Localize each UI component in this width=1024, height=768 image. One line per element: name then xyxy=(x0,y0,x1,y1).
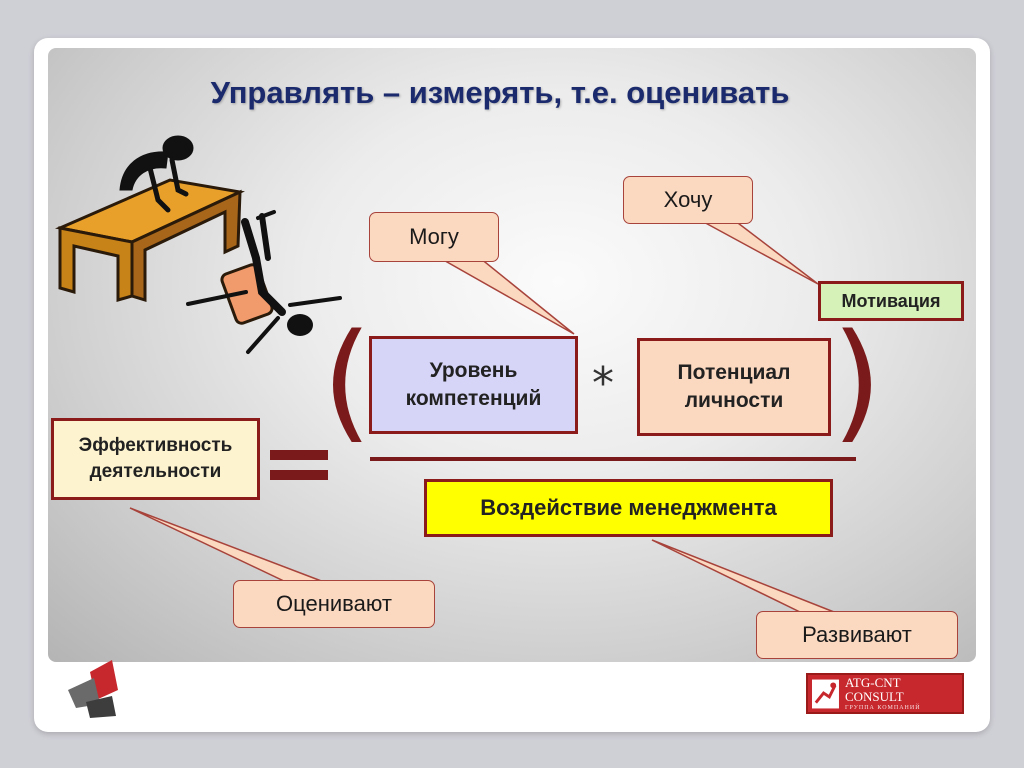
otsenivayut-callout-tail xyxy=(129,507,325,583)
mogu-callout: Могу xyxy=(369,212,499,262)
hochu-callout-tail xyxy=(699,219,819,285)
brand-subtitle: ГРУППА КОМПАНИЙ xyxy=(844,704,921,711)
equals-sign-top xyxy=(270,450,328,460)
open-paren: ( xyxy=(322,307,372,456)
brand-runner-icon xyxy=(812,679,839,708)
brand-badge: ATG-CNT CONSULT ГРУППА КОМПАНИЙ xyxy=(806,673,964,714)
razvivayut-callout-tail xyxy=(651,539,835,613)
hochu-callout: Хочу xyxy=(623,176,753,224)
slide-title: Управлять – измерять, т.е. оценивать xyxy=(210,75,790,110)
equals-sign-bottom xyxy=(270,470,328,480)
boss-figure xyxy=(119,135,194,213)
management-box: Воздействие менеджмента xyxy=(424,479,833,537)
mogu-callout-tail xyxy=(437,257,575,335)
brand-text: ATG-CNT CONSULT ГРУППА КОМПАНИЙ xyxy=(844,674,958,711)
otsenivayut-callout: Оценивают xyxy=(233,580,435,628)
motivation-box: Мотивация xyxy=(818,281,964,321)
razvivayut-callout: Развивают xyxy=(756,611,958,659)
company-logo xyxy=(68,660,118,718)
desk-illustration xyxy=(54,178,246,303)
potential-box: Потенциал личности xyxy=(637,338,831,436)
falling-figure xyxy=(186,210,342,354)
multiply-sign: * xyxy=(592,358,614,409)
brand-name: ATG-CNT CONSULT xyxy=(844,674,904,705)
competence-box: Уровень компетенций xyxy=(369,336,578,434)
close-paren: ) xyxy=(832,307,882,456)
efficiency-box: Эффективность деятельности xyxy=(51,418,260,500)
